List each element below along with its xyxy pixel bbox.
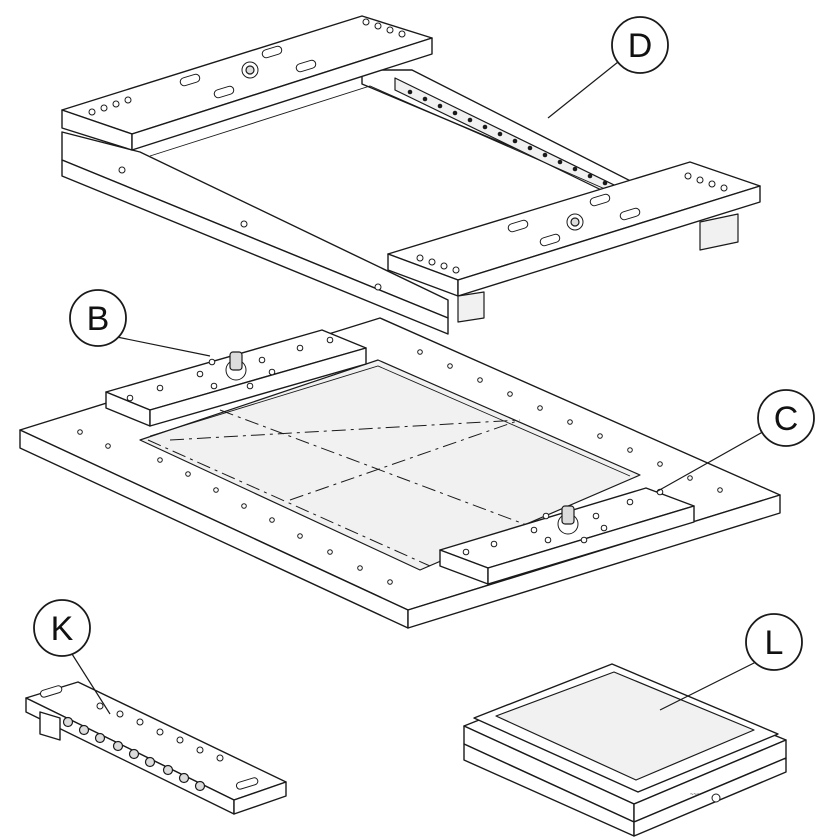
callout-b: B xyxy=(69,289,127,347)
callout-d: D xyxy=(611,16,669,74)
part-c-clamp xyxy=(439,487,695,585)
tray-brand-mark: ~~~ xyxy=(690,792,701,798)
far-rail-slot-row xyxy=(407,89,608,186)
part-b-clamp xyxy=(105,329,367,427)
base-plate xyxy=(19,317,781,629)
part-d-frame xyxy=(61,15,761,335)
callout-c-label: C xyxy=(774,400,799,438)
callout-l: L xyxy=(745,613,803,671)
part-k-rail xyxy=(25,681,287,815)
callout-d-label: D xyxy=(628,27,653,65)
callout-k-label: K xyxy=(51,610,74,648)
right-crossbar-details xyxy=(416,172,728,274)
callout-l-label: L xyxy=(765,624,784,662)
callout-k: K xyxy=(33,599,91,657)
callout-b-label: B xyxy=(87,300,110,338)
callout-c: C xyxy=(757,389,815,447)
part-l-tray-stack: ~~~ xyxy=(463,663,787,837)
left-crossbar-details xyxy=(88,18,406,116)
